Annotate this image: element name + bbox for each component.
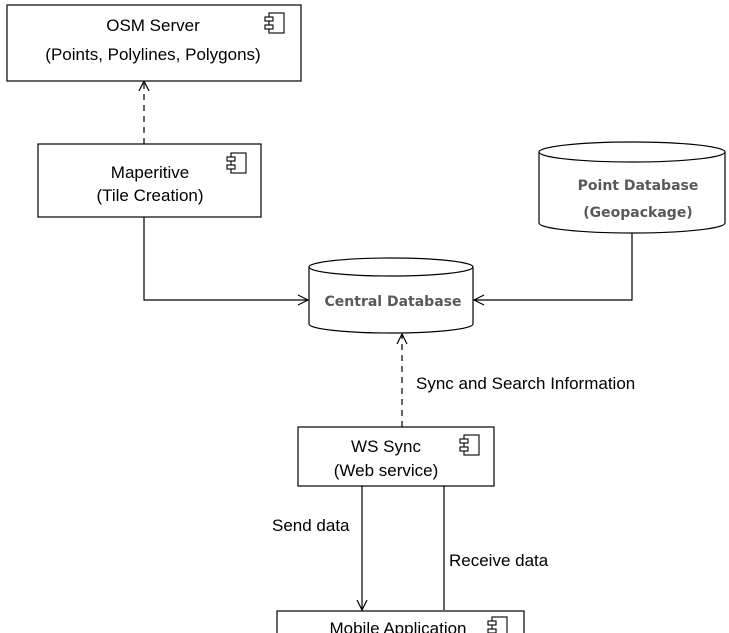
maperitive-title: Maperitive	[111, 163, 189, 182]
edge-maperitive-to-central	[143, 217, 308, 300]
edge-label-sync-search: Sync and Search Information	[416, 374, 635, 393]
ws-sync-subtitle: (Web service)	[334, 461, 439, 480]
point-database-subtitle: (Geopackage)	[583, 205, 692, 221]
mobile-application-title: Mobile Application	[329, 619, 466, 633]
component-mobile-application: Mobile Application	[276, 610, 525, 633]
component-ws-sync: WS Sync (Web service)	[297, 426, 495, 487]
component-osm-server: OSM Server (Points, Polylines, Polygons)	[6, 4, 302, 82]
osm-server-subtitle: (Points, Polylines, Polygons)	[45, 45, 260, 64]
database-point: Point Database (Geopackage)	[538, 141, 726, 234]
maperitive-subtitle: (Tile Creation)	[96, 186, 203, 205]
component-maperitive: Maperitive (Tile Creation)	[37, 143, 262, 218]
edge-point-to-central	[474, 233, 633, 300]
osm-server-title: OSM Server	[106, 16, 200, 35]
database-central: Central Database	[308, 257, 474, 334]
point-database-title: Point Database	[578, 178, 699, 194]
ws-sync-title: WS Sync	[351, 437, 421, 456]
edge-label-send-data: Send data	[272, 516, 350, 535]
edge-label-receive-data: Receive data	[449, 551, 549, 570]
central-database-title: Central Database	[325, 294, 462, 310]
